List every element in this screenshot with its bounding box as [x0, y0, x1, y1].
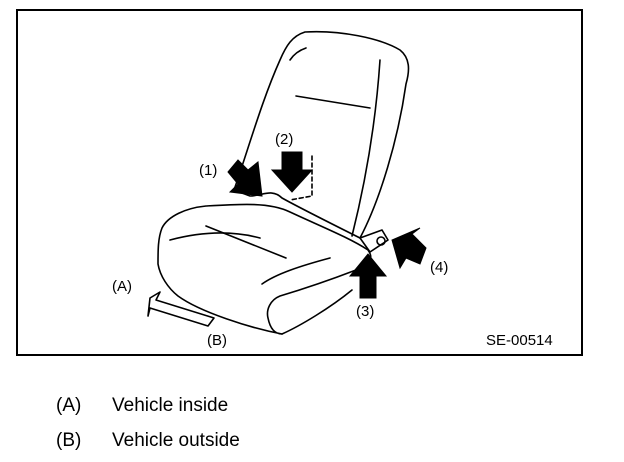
legend-item: (A) Vehicle inside [56, 396, 228, 415]
arrow-icon-2 [270, 151, 314, 193]
figure-frame [16, 9, 583, 356]
recliner-lever [359, 229, 389, 253]
arrow-icon-3 [348, 253, 388, 299]
cushion-front [169, 232, 261, 241]
cushion-seam [205, 225, 287, 259]
callout-2: (2) [275, 131, 294, 148]
seatback-seam [295, 95, 371, 109]
direction-arrow-icon [147, 291, 215, 327]
seatback-side [289, 47, 307, 61]
cushion-lower [281, 289, 353, 335]
callout-3: (3) [356, 303, 375, 320]
legend-text: Vehicle outside [112, 430, 240, 451]
arrow-icon-4 [391, 227, 427, 270]
seatback-outline [233, 30, 410, 239]
seat-illustration [147, 30, 427, 335]
callout-a: (A) [112, 278, 132, 295]
legend-item: (B) Vehicle outside [56, 431, 240, 450]
arrow-icon-1 [227, 159, 263, 197]
seatback-edge [351, 59, 381, 237]
figure-code: SE-00514 [486, 332, 553, 349]
callout-4: (4) [430, 259, 449, 276]
callout-b: (B) [207, 332, 227, 349]
legend-text: Vehicle inside [112, 395, 229, 416]
legend-key: (A) [56, 395, 82, 416]
hidden-line [289, 155, 313, 201]
cushion-bolster [261, 257, 331, 285]
callout-1: (1) [199, 162, 218, 179]
cushion-outline [157, 203, 372, 335]
recliner-knob [376, 236, 386, 246]
legend-key: (B) [56, 430, 82, 451]
